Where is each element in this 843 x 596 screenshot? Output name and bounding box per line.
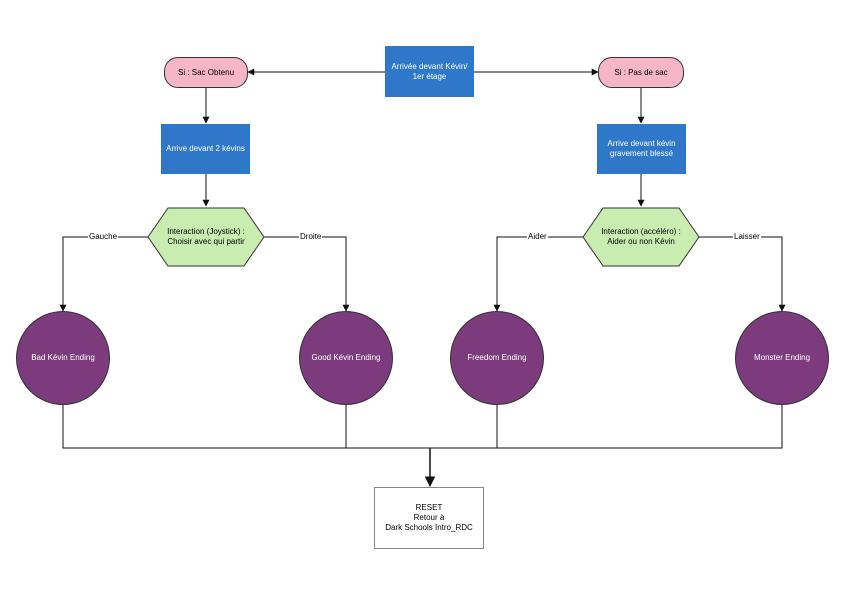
node-sac-obtenu: Si : Sac Obtenu — [164, 57, 248, 88]
node-kevin-blesse: Arrive devant kévin gravement blessé — [597, 124, 686, 174]
node-freedom-ending: Freedom Ending — [450, 311, 544, 405]
edge-label-droite: Droite — [299, 232, 323, 242]
node-interaction-joystick: Interaction (Joystick) : Choisir avec qu… — [167, 227, 245, 246]
edge-label-gauche: Gauche — [88, 232, 119, 242]
node-monster-ending: Monster Ending — [735, 311, 829, 405]
node-bad-kevin-ending: Bad Kévin Ending — [16, 311, 110, 405]
edge-label-aider: Aider — [527, 232, 548, 242]
edge-aider-to-freedom-ending — [493, 236, 583, 312]
node-deux-kevins: Arrive devant 2 kévins — [161, 124, 250, 174]
node-pas-de-sac: Si : Pas de sac — [598, 57, 684, 88]
edge-laisser-to-monster-ending — [699, 236, 786, 312]
node-good-kevin-ending: Good Kévin Ending — [299, 311, 393, 405]
node-interaction-accelero: Interaction (accéléro) : Aider ou non Ké… — [601, 227, 681, 246]
node-start: Arrivée devant Kévin/ 1er étage — [385, 46, 474, 97]
edge-droite-to-good-ending — [264, 236, 350, 312]
edge-label-laisser: Laisser — [733, 232, 761, 242]
edge-bad-ending-to-bus — [62, 405, 783, 449]
node-reset: RESET Retour à Dark Schools Intro_RDC — [374, 487, 484, 549]
edge-gauche-to-bad-ending — [59, 236, 148, 312]
